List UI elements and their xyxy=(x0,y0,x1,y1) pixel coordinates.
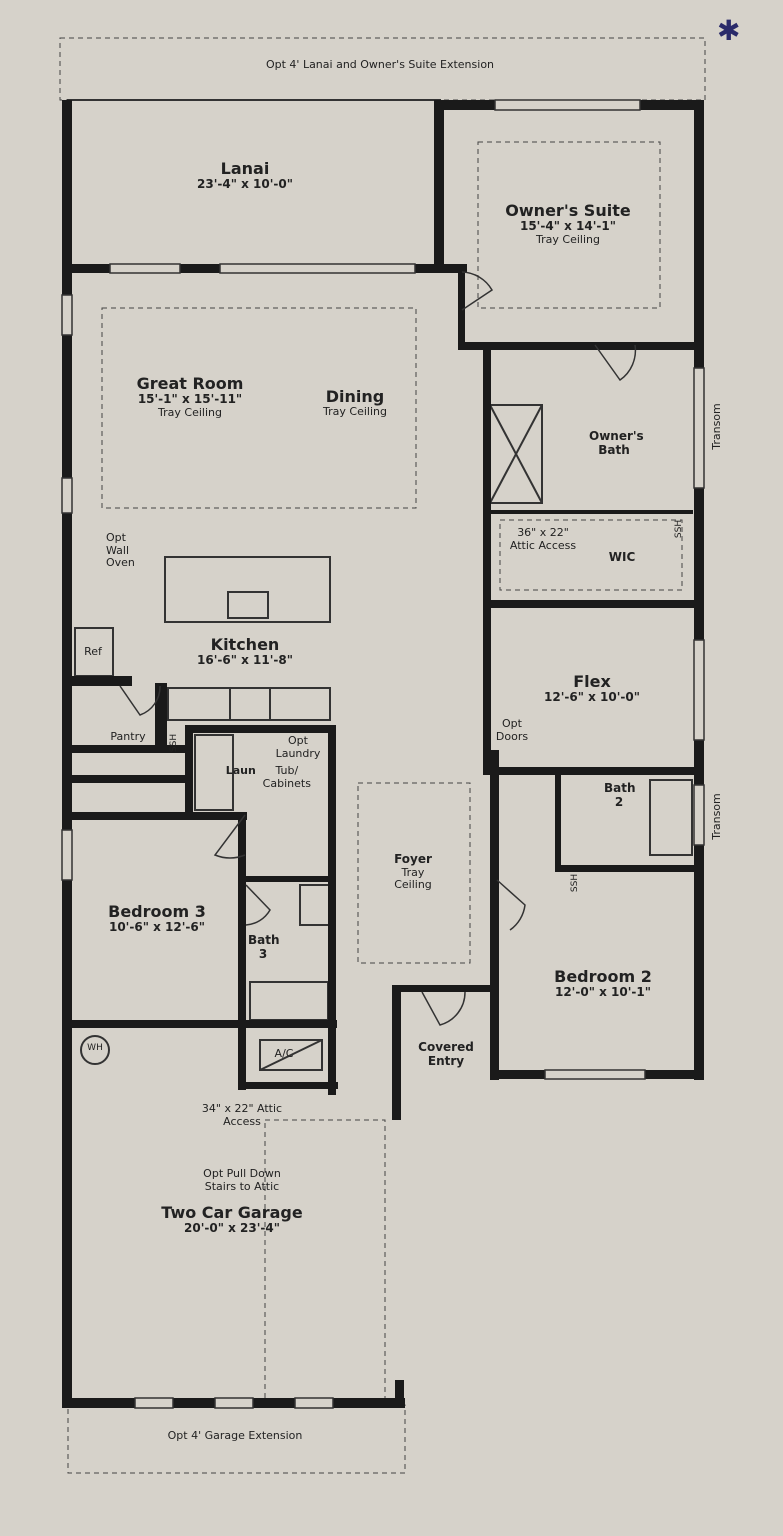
room-owners-bath: Owner's Bath xyxy=(589,429,644,457)
opt-wall-oven: Opt Wall Oven xyxy=(106,531,135,570)
room-name: Bedroom 2 xyxy=(554,967,652,986)
room-name: Kitchen xyxy=(210,635,280,654)
water-heater-label: WH xyxy=(87,1043,103,1053)
room-dimensions: 20'-0" x 23'-4" xyxy=(183,1221,281,1236)
tub-cabinets-label: Tub/ Cabinets xyxy=(262,764,311,790)
room-dimensions: 15'-1" x 15'-11" xyxy=(137,392,243,407)
room-bath2: Bath 2 xyxy=(604,781,636,809)
room-name: Bedroom 3 xyxy=(108,902,206,921)
star-mark: ✱ xyxy=(717,14,740,47)
room-dimensions: 16'-6" x 11'-8" xyxy=(196,653,294,668)
laundry-label: Laun xyxy=(225,764,256,777)
attic-label: Attic Access xyxy=(509,538,577,552)
opt-pull-down-stairs: Opt Pull Down Stairs to Attic xyxy=(203,1167,281,1193)
room-name: Lanai xyxy=(220,159,270,178)
ceiling-note: Tray Ceiling xyxy=(323,405,387,419)
room-name: Two Car Garage xyxy=(161,1203,303,1222)
room-name: Owner's Suite xyxy=(505,201,631,220)
room-dimensions: 10'-6" x 12'-6" xyxy=(108,920,205,935)
room-dimensions: 12'-0" x 10'-1" xyxy=(554,985,651,1000)
windows xyxy=(61,99,705,1409)
ac-label: A/C xyxy=(274,1047,294,1060)
ref-label: Ref xyxy=(84,645,102,658)
room-name: Great Room xyxy=(136,374,244,393)
transom-label-upper: Transom xyxy=(709,403,723,450)
room-wic: WIC xyxy=(608,550,636,564)
ceiling-note: Tray Ceiling xyxy=(158,406,222,420)
walls xyxy=(62,100,704,1408)
dashed-extensions xyxy=(59,37,706,1474)
opt-laundry: Opt Laundry xyxy=(275,734,321,760)
ssh-label-bath2: SSH xyxy=(570,873,581,893)
room-name: Flex xyxy=(573,672,611,691)
door-swings xyxy=(119,271,637,1026)
room-bath3: Bath 3 xyxy=(248,933,280,961)
ceiling-note: Tray Ceiling xyxy=(536,233,600,247)
top-extension-label: Opt 4' Lanai and Owner's Suite Extension xyxy=(265,58,495,71)
room-dimensions: 15'-4" x 14'-1" xyxy=(519,219,616,234)
ssh-label-wic: SSH xyxy=(674,519,685,539)
ceiling-note: Tray Ceiling xyxy=(394,865,432,892)
room-dimensions: 23'-4" x 10'-0" xyxy=(196,177,294,192)
laundry-tub: Laun Tub/ Cabinets xyxy=(225,764,315,790)
transom-label-lower: Transom xyxy=(709,793,723,840)
garage-attic-access: 34" x 22" Attic Access xyxy=(201,1102,283,1128)
room-name: Foyer xyxy=(394,852,432,866)
attic-size: 36" x 22" xyxy=(517,526,569,539)
garage-extension-label: Opt 4' Garage Extension xyxy=(167,1429,303,1442)
room-pantry: Pantry xyxy=(110,730,146,743)
thin-walls xyxy=(67,99,693,1071)
ssh-label-pantry: SSH xyxy=(169,733,180,753)
wic-attic-access: 36" x 22"Attic Access xyxy=(509,526,577,552)
room-dimensions: 12'-6" x 10'-0" xyxy=(543,690,641,705)
room-name: Dining xyxy=(325,387,385,406)
room-covered-entry: Covered Entry xyxy=(418,1040,474,1068)
opt-doors: Opt Doors xyxy=(495,717,529,743)
